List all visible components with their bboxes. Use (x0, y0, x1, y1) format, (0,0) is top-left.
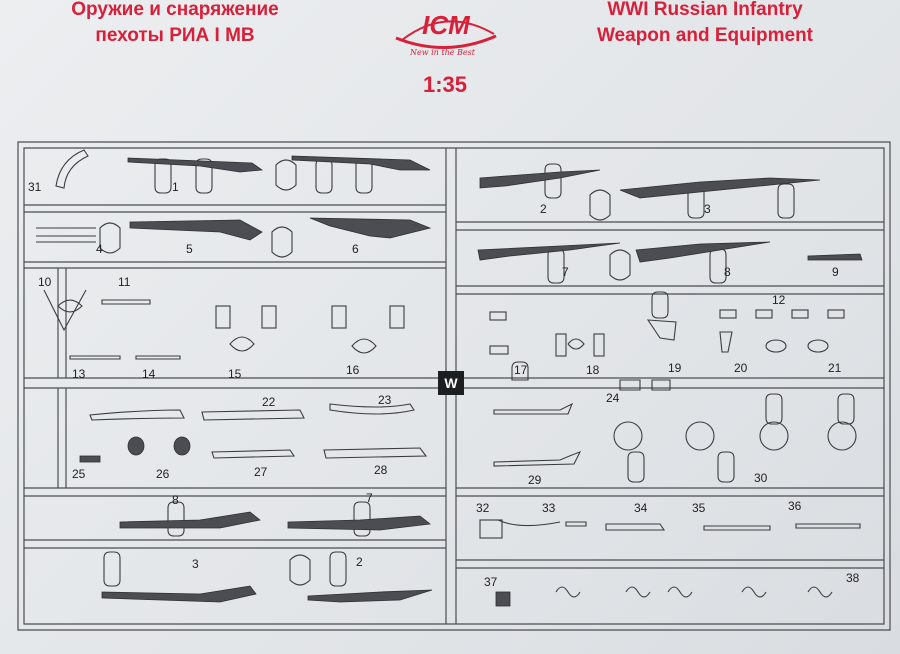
icm-logo: ICM (395, 10, 497, 50)
part-number: 37 (484, 575, 498, 589)
part-number: 11 (118, 275, 131, 289)
part-number: 33 (542, 501, 556, 515)
part-number: 10 (38, 275, 52, 289)
part-number: 9 (832, 265, 839, 279)
sprue-label-badge: W (438, 371, 464, 395)
sprue-frame (17, 141, 891, 631)
part-number: 4 (96, 242, 103, 256)
part-number: 18 (586, 363, 600, 377)
right-runners (456, 221, 884, 569)
part-number: 21 (828, 361, 842, 375)
part-number: 3 (704, 202, 711, 216)
part-number: 38 (846, 571, 860, 585)
part-number: 34 (634, 501, 648, 515)
title-english-line2: Weapon and Equipment (596, 24, 814, 46)
part-number: 28 (374, 463, 388, 477)
part-number: 27 (254, 465, 268, 479)
part-number: 1 (172, 180, 179, 194)
part-number: 5 (186, 242, 193, 256)
part-number: 35 (692, 501, 706, 515)
part-number: 6 (352, 242, 359, 256)
title-english: WWI Russian Infantry Weapon and Equipmen… (540, 0, 870, 47)
part-number: 20 (734, 361, 748, 375)
part-number: 2 (540, 202, 547, 216)
part-number: 14 (142, 367, 156, 381)
part-number: 19 (668, 361, 682, 375)
part-number: 13 (72, 367, 86, 381)
part-number: 32 (476, 501, 490, 515)
part-number: 22 (262, 395, 276, 409)
part-number: 7 (366, 491, 373, 505)
part-number: 15 (228, 367, 242, 381)
part-number: 24 (606, 391, 620, 405)
part-numbers: 31 1 2 3 4 5 6 7 8 9 10 11 12 13 14 15 1… (28, 180, 860, 589)
part-number: 3 (192, 557, 199, 571)
rifles (101, 155, 863, 603)
part-number: 31 (28, 180, 42, 194)
part-number: 7 (562, 265, 569, 279)
title-russian-line2: пехоты РИА I МВ (95, 24, 255, 46)
part-number: 26 (156, 467, 170, 481)
part-number: 8 (724, 265, 731, 279)
part-number: 8 (172, 493, 179, 507)
part-number: 2 (356, 555, 363, 569)
part-number: 36 (788, 499, 802, 513)
scale-label: 1:35 (422, 72, 468, 97)
part-31 (55, 149, 89, 189)
sabers (89, 402, 861, 531)
left-runners (24, 204, 446, 549)
part-number: 12 (772, 293, 786, 307)
title-russian-line1: Оружие и снаряжение (71, 0, 279, 20)
title-russian: Оружие и снаряжение пехоты РИА I МВ (10, 0, 340, 47)
bayonets (36, 227, 181, 360)
title-english-line1: WWI Russian Infantry (607, 0, 803, 20)
part-number: 23 (378, 393, 392, 407)
part-number: 16 (346, 363, 360, 377)
equipment (79, 305, 857, 607)
logo-lettering: ICM (422, 10, 471, 40)
part-number: 30 (754, 471, 768, 485)
part-number: 25 (72, 467, 86, 481)
part-number: 29 (528, 473, 542, 487)
logo-tagline: New in the Best (410, 48, 475, 57)
part-number: 17 (514, 363, 528, 377)
